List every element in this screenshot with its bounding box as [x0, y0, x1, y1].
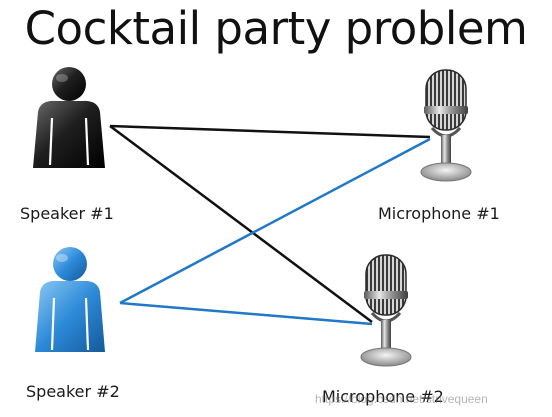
microphone-1-label: Microphone #1 [378, 204, 500, 223]
speaker-2-icon [35, 247, 105, 352]
microphone-2-label: Microphone #2 [322, 387, 444, 406]
watermark-text: https://blog.csdn.net/strivequeen [315, 392, 488, 406]
microphone-1-icon [420, 69, 472, 182]
speaker-1-icon [33, 67, 105, 168]
connection-speaker1-mic2 [109, 124, 373, 324]
speaker-2-label: Speaker #2 [26, 382, 120, 401]
connection-speaker2-mic2 [119, 301, 373, 326]
connection-speaker2-mic1 [119, 137, 431, 305]
diagram-title: Cocktail party problem [24, 2, 528, 55]
microphone-2-icon [360, 254, 412, 367]
speaker-1-label: Speaker #1 [20, 204, 114, 223]
connection-speaker1-mic1 [109, 124, 431, 139]
